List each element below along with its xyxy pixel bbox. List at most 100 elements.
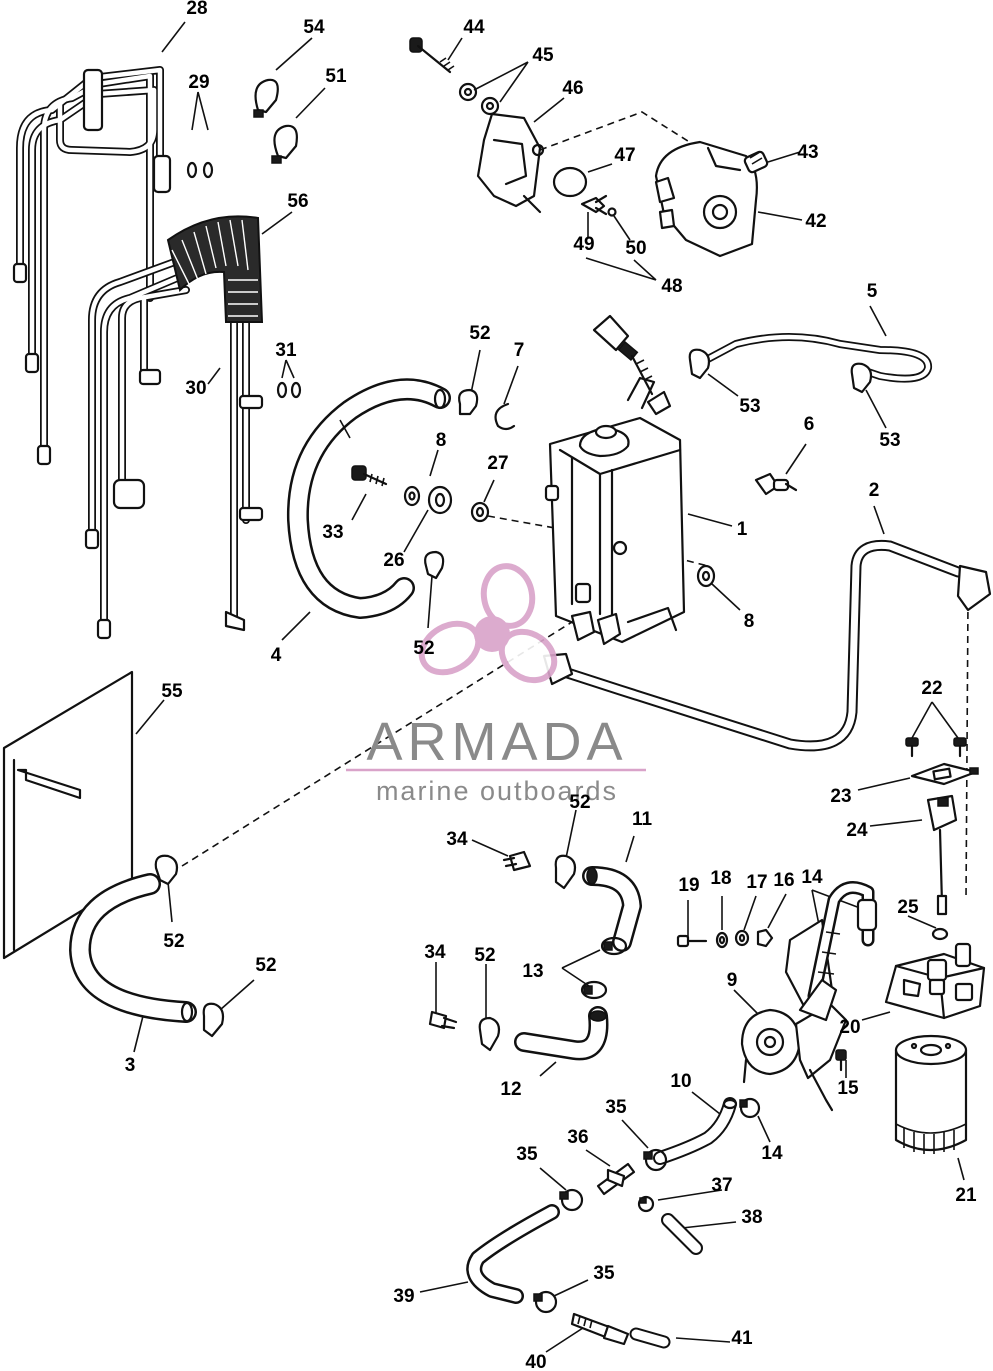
clamp-35-middle: [559, 1188, 584, 1212]
bushing-27: [470, 501, 490, 523]
callout-52-hose3-top: 52: [163, 931, 184, 952]
callout-22: 22: [921, 678, 942, 699]
callout-13: 13: [522, 961, 543, 982]
vapor-separator-1: [544, 376, 686, 646]
callout-55: 55: [161, 681, 183, 702]
callout-34-lower: 34: [424, 942, 446, 963]
callout-20: 20: [839, 1017, 860, 1038]
callout-49: 49: [573, 234, 594, 255]
oil-filter-21: [894, 1034, 968, 1154]
callout-15: 15: [837, 1078, 859, 1099]
fitting-34-upper: [502, 850, 532, 872]
clamp-52-hose3-bottom: [202, 1002, 225, 1038]
clamp-52-hose12: [478, 1016, 501, 1052]
callout-24: 24: [846, 820, 868, 841]
callout-52-hose12: 52: [474, 945, 495, 966]
callout-54: 54: [303, 17, 325, 38]
o-rings-29: [186, 161, 214, 179]
nut-16: [756, 928, 774, 948]
callout-52-hose11: 52: [569, 792, 590, 813]
callout-25: 25: [897, 897, 919, 918]
clamps-13: [580, 936, 628, 1000]
filter-base-20: [884, 942, 986, 1020]
callout-40: 40: [525, 1352, 546, 1371]
ball-50: [607, 207, 617, 217]
hose-41: [629, 1327, 671, 1349]
clamp-54: [253, 78, 279, 118]
callout-45: 45: [532, 45, 554, 66]
clamp-51: [271, 124, 298, 164]
callout-52-top: 52: [469, 323, 490, 344]
screw-15: [835, 1049, 847, 1072]
clamp-52-mid: [424, 550, 445, 580]
callout-53-right: 53: [879, 430, 900, 451]
callout-12: 12: [500, 1079, 521, 1100]
callout-28: 28: [186, 0, 207, 19]
callout-18: 18: [710, 868, 731, 889]
screw-44: [409, 37, 455, 74]
callout-numbers: 28 29 54 51 56 30 31 44 45 46 47 43 42 4…: [125, 0, 977, 1371]
hose-12: [514, 1006, 609, 1061]
callout-35-upper: 35: [605, 1097, 627, 1118]
screw-33: [351, 465, 388, 487]
callout-3: 3: [125, 1055, 136, 1076]
electrical-connector: [592, 314, 654, 396]
dashed-alignment-lines: [181, 111, 969, 901]
armada-propeller-logo: [418, 563, 558, 684]
callout-4: 4: [271, 645, 282, 666]
callout-44: 44: [463, 17, 485, 38]
washers-45: [458, 82, 500, 116]
hose-38: [661, 1213, 703, 1255]
callout-14-upper: 14: [801, 867, 823, 888]
clamp-52-hose3-top: [154, 854, 179, 886]
callout-19: 19: [678, 875, 699, 896]
line-5: [702, 333, 932, 383]
hose-4: [286, 378, 451, 619]
callout-5: 5: [867, 281, 878, 302]
clamp-53-right: [850, 362, 873, 394]
callout-51: 51: [325, 66, 347, 87]
o-rings-31: [276, 381, 302, 399]
callout-34-upper: 34: [446, 829, 468, 850]
armada-watermark: ARMADA marine outboards: [346, 712, 646, 806]
callout-46: 46: [562, 78, 583, 99]
fuel-lines-30: [84, 256, 264, 640]
callout-16: 16: [773, 870, 794, 891]
callout-43: 43: [797, 142, 818, 163]
washer-18: [715, 931, 729, 949]
leader-lines: [133, 21, 965, 1353]
callout-6: 6: [804, 414, 815, 435]
clamp-53-left: [688, 348, 711, 380]
clamp-14-lower: [739, 1097, 761, 1119]
watermark-tagline: marine outboards: [376, 776, 618, 806]
callout-39: 39: [393, 1286, 414, 1307]
callout-7: 7: [514, 340, 525, 361]
callout-35-lower: 35: [593, 1263, 615, 1284]
check-valve-49: [580, 194, 608, 216]
callout-11: 11: [632, 809, 653, 830]
callout-26: 26: [383, 550, 404, 571]
clamp-37: [637, 1195, 655, 1213]
fuel-pump-42: [654, 140, 758, 258]
callout-36: 36: [567, 1127, 588, 1148]
callout-17: 17: [746, 872, 767, 893]
washer-17: [734, 929, 750, 947]
callout-52-hose3-bottom: 52: [255, 955, 276, 976]
hose-10: [653, 1097, 738, 1165]
retainer-7: [494, 402, 516, 431]
callout-48: 48: [661, 276, 682, 297]
gasket-23: [910, 762, 979, 786]
callout-8-right: 8: [744, 611, 755, 632]
callout-53-top: 53: [739, 396, 760, 417]
callout-35-middle: 35: [516, 1144, 538, 1165]
hose-3: [69, 873, 197, 1023]
callout-41: 41: [731, 1328, 753, 1349]
callout-2: 2: [869, 480, 880, 501]
grommet-8-right: [696, 564, 716, 588]
hose-39: [466, 1204, 560, 1304]
callout-29: 29: [188, 72, 209, 93]
screws-22: [905, 737, 967, 758]
fitting-40: [570, 1312, 630, 1346]
watermark-brand: ARMADA: [366, 712, 627, 772]
